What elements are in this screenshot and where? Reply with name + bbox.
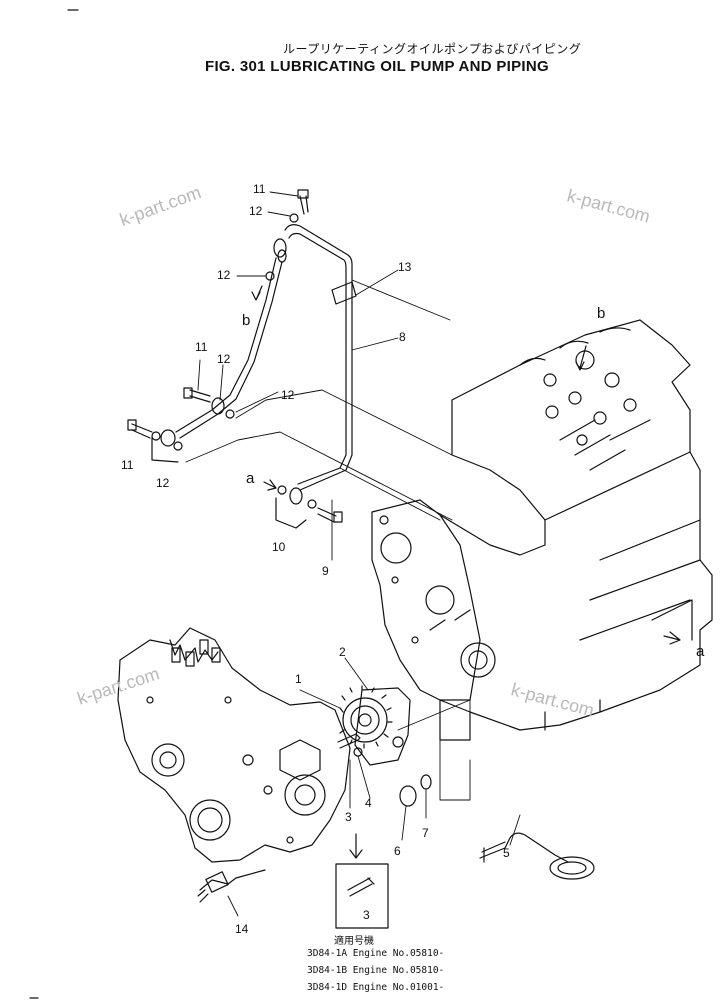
callout-7: 7 — [422, 826, 429, 840]
callout-2: 2 — [339, 645, 346, 659]
callout-12-mid: 12 — [217, 352, 231, 366]
callout-12-right: 12 — [281, 388, 295, 402]
callout-3-detail: 3 — [363, 908, 370, 922]
callout-12-upper: 12 — [217, 268, 231, 282]
callout-6: 6 — [394, 844, 401, 858]
callout-10: 10 — [272, 540, 286, 554]
callout-4: 4 — [365, 796, 372, 810]
oil-pump-assembly — [339, 685, 411, 766]
oil-strainer — [479, 832, 595, 880]
callout-3: 3 — [345, 810, 352, 824]
callout-11-mid: 11 — [195, 340, 208, 354]
seal-ring — [420, 774, 432, 790]
callout-13: 13 — [398, 260, 412, 274]
leader-lines — [185, 191, 521, 917]
callout-5: 5 — [503, 846, 510, 860]
callout-b-left: b — [242, 312, 251, 329]
o-ring — [399, 785, 417, 807]
oil-pressure-switch — [197, 869, 266, 903]
applicable-label: 適用号機 — [334, 936, 374, 947]
engine-block — [371, 319, 713, 741]
applicable-row-2: 3D84-1B Engine No.05810- — [307, 965, 445, 976]
applicable-row-3: 3D84-1D Engine No.01001- — [307, 982, 445, 993]
callout-14: 14 — [235, 922, 249, 936]
callout-a-right: a — [696, 643, 705, 660]
japanese-title: ループリケーティングオイルポンプおよびパイピング — [283, 42, 582, 56]
detail-bolt-drawing — [347, 877, 375, 897]
callout-b-right: b — [597, 305, 606, 322]
callout-9: 9 — [322, 564, 329, 578]
callout-12-low: 12 — [156, 476, 170, 490]
callout-8: 8 — [399, 330, 406, 344]
detail-arrow — [349, 833, 363, 859]
front-gear-case — [117, 627, 351, 863]
figure-title: FIG. 301 LUBRICATING OIL PUMP AND PIPING — [205, 58, 549, 75]
callout-11-top: 11 — [253, 182, 266, 196]
oil-piping — [127, 189, 681, 645]
callout-1: 1 — [295, 672, 302, 686]
callout-11-low: 11 — [121, 458, 134, 472]
callout-12-top: 12 — [249, 204, 263, 218]
bolt-detail-box — [335, 863, 389, 929]
callout-a-left: a — [246, 470, 255, 487]
applicable-row-1: 3D84-1A Engine No.05810- — [307, 948, 445, 959]
